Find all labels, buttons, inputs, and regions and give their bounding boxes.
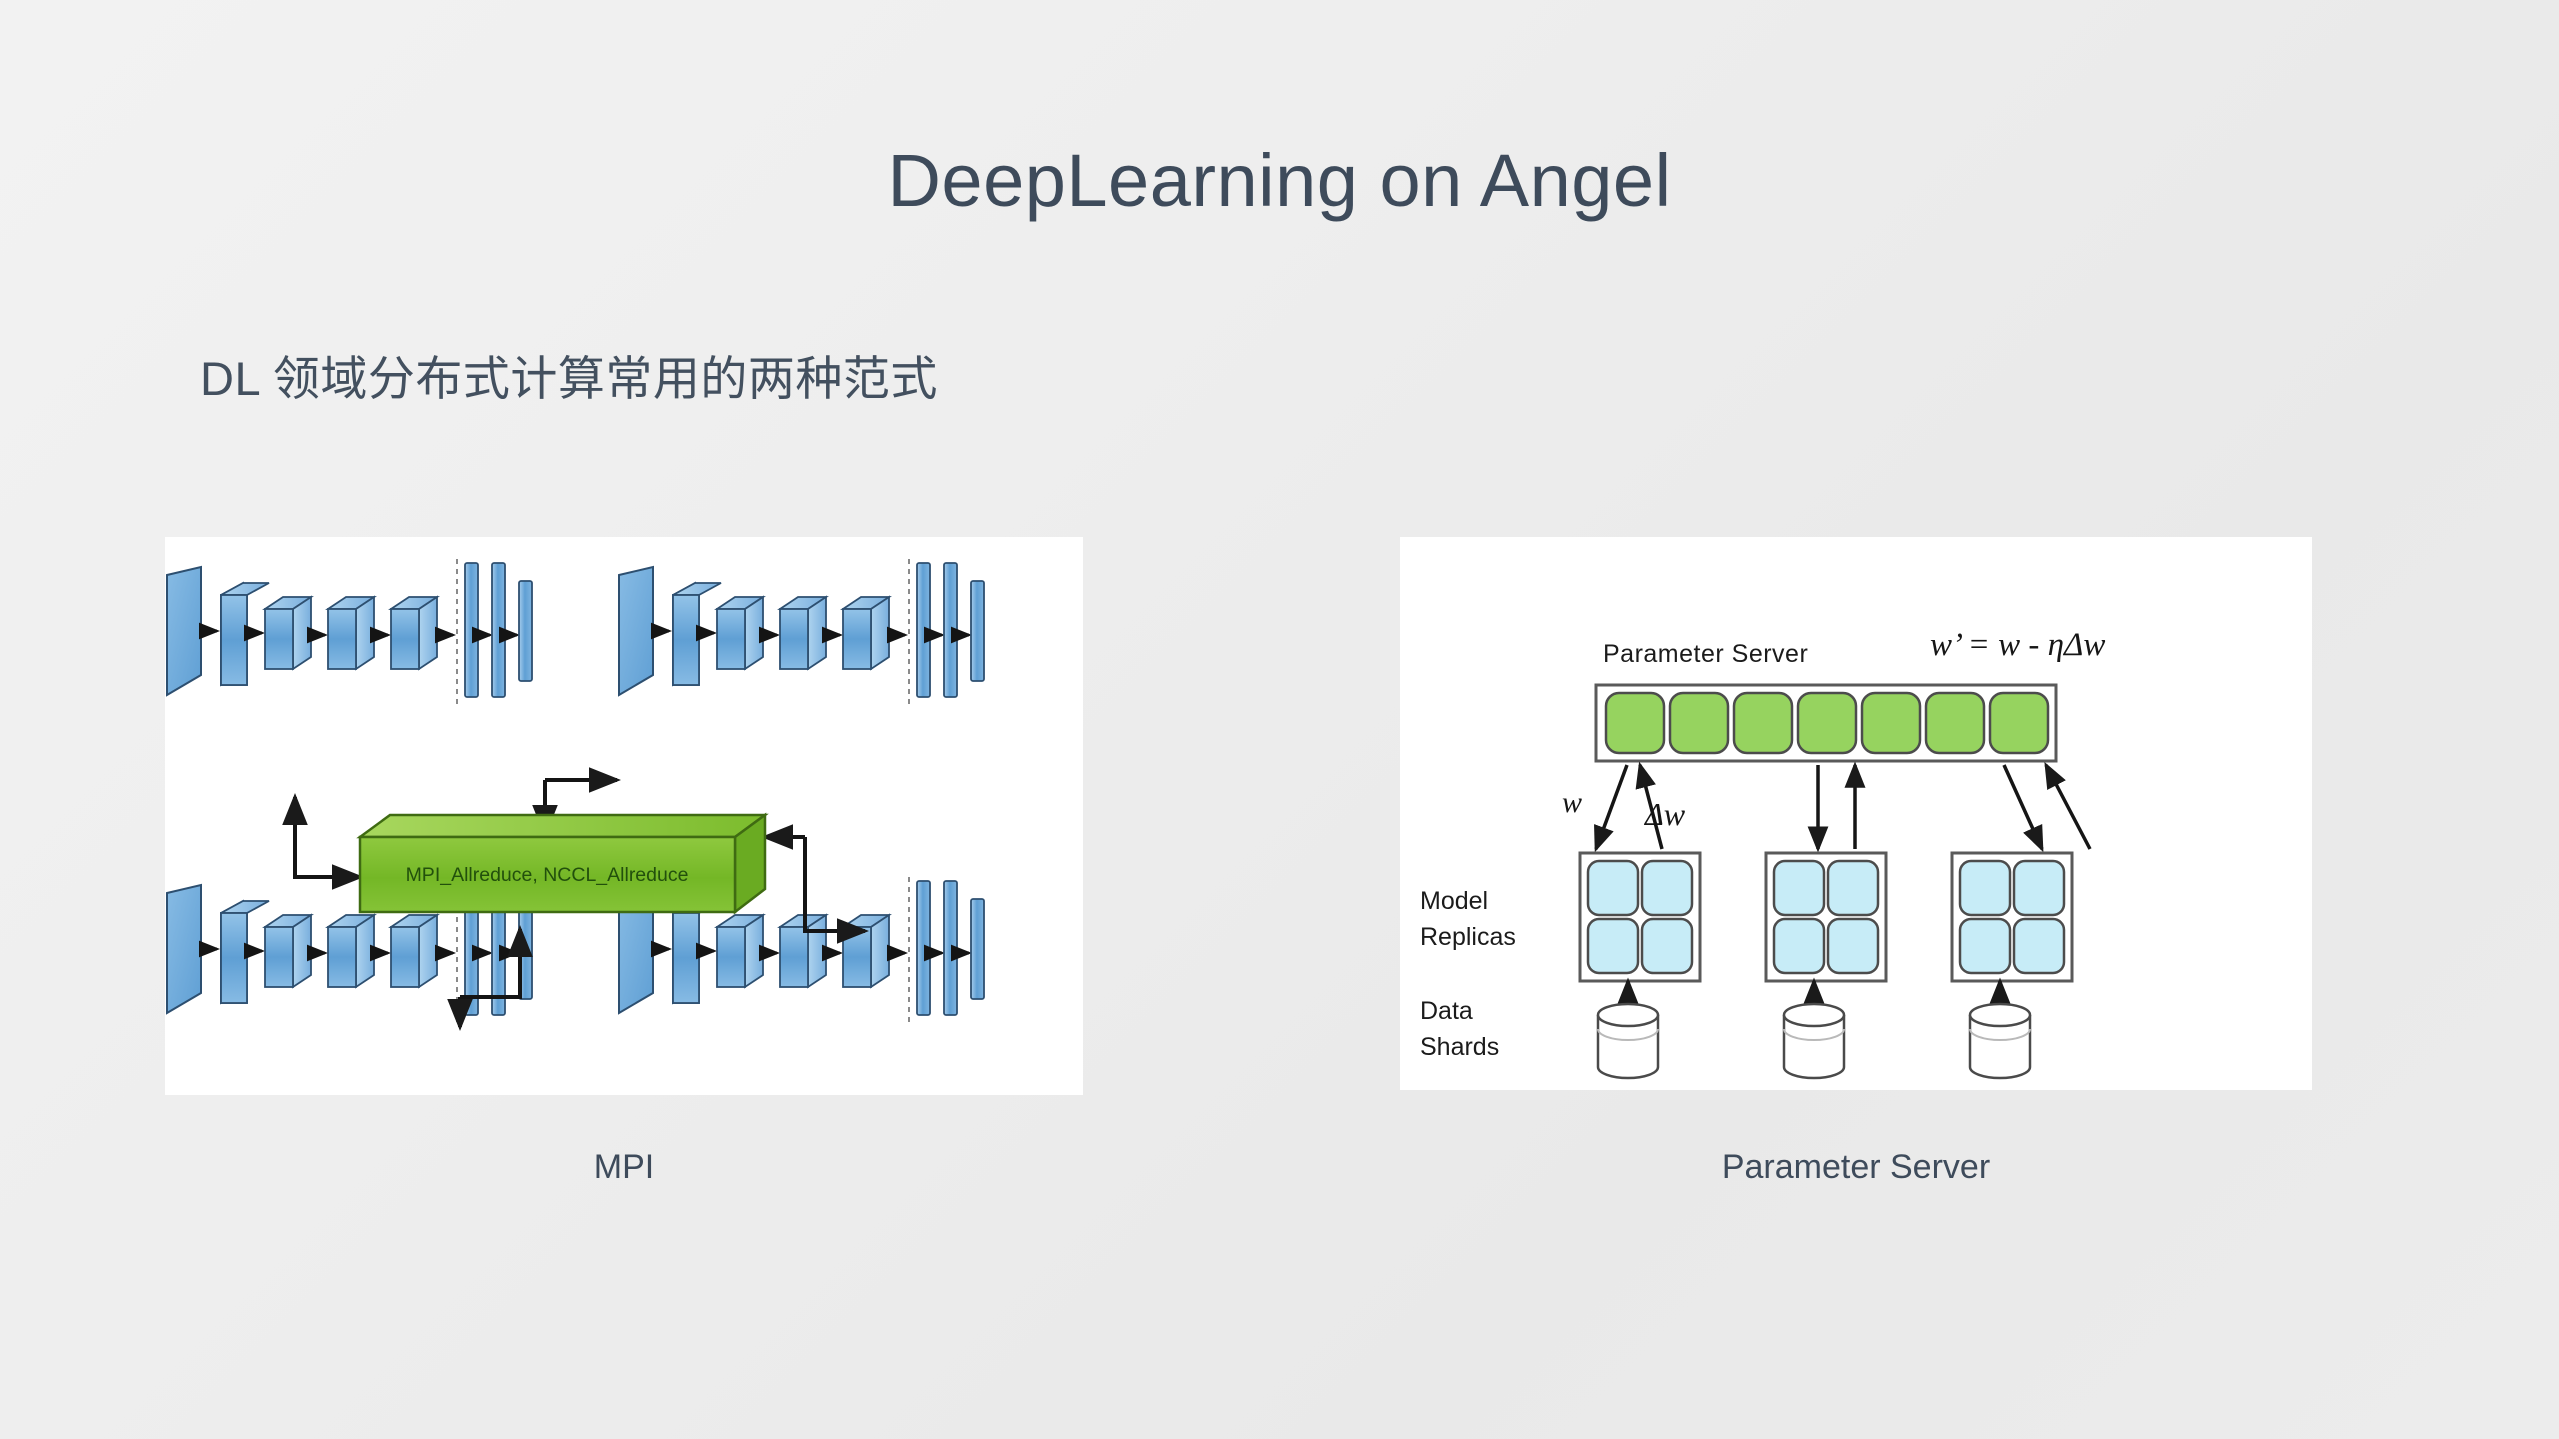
arrow-label-delta-w: Δw [1643, 796, 1686, 832]
model-replica-group [1764, 851, 1888, 983]
page-title: DeepLearning on Angel [887, 139, 1672, 222]
update-formula: w’ = w - ηΔw [1930, 627, 2105, 663]
replica-cell [2012, 917, 2066, 975]
model-replicas-label-line1: Model [1420, 887, 1488, 915]
mpi-diagram-svg: MPI_Allreduce, NCCL_Allreduce [165, 537, 1083, 1095]
replica-cell [1826, 917, 1880, 975]
parameter-server-label: Parameter Server [1603, 640, 1808, 668]
server-cell [1732, 691, 1794, 755]
replica-cell [1772, 917, 1826, 975]
data-shards-label-line1: Data [1420, 997, 1473, 1025]
replica-cell [1586, 859, 1640, 917]
server-cell [1988, 691, 2050, 755]
server-cell [1668, 691, 1730, 755]
server-cell [1796, 691, 1858, 755]
arrow-label-w: w [1562, 786, 1582, 819]
data-shard-cylinder [1596, 1002, 1660, 1080]
replica-cell [1826, 859, 1880, 917]
model-replica-group [1578, 851, 1702, 983]
replica-cell [1958, 917, 2012, 975]
ps-arrows [1594, 761, 2092, 853]
mpi-caption: MPI [593, 1148, 655, 1186]
replica-cell [1772, 859, 1826, 917]
data-shard-cylinder [1782, 1002, 1846, 1080]
server-cell [1604, 691, 1666, 755]
replica-cell [1640, 859, 1694, 917]
data-shard-cylinder [1968, 1002, 2032, 1080]
parameter-server-diagram-svg: Parameter Server w’ = w - ηΔw [1400, 537, 2312, 1090]
replica-cell [2012, 859, 2066, 917]
server-cell [1860, 691, 1922, 755]
parameter-server-diagram-panel: Parameter Server w’ = w - ηΔw [1400, 537, 2312, 1090]
slide-subtitle: DL 领域分布式计算常用的两种范式 [200, 352, 938, 405]
model-replicas-label-line2: Replicas [1420, 923, 1516, 951]
model-replica-group [1950, 851, 2074, 983]
server-cell [1924, 691, 1986, 755]
replica-cell [1958, 859, 2012, 917]
data-shards-label-line2: Shards [1420, 1033, 1499, 1061]
mpi-allreduce-label: MPI_Allreduce, NCCL_Allreduce [406, 864, 689, 886]
parameter-server-strip [1594, 683, 2058, 763]
mpi-allreduce-box: MPI_Allreduce, NCCL_Allreduce [356, 812, 769, 915]
mpi-diagram-panel: MPI_Allreduce, NCCL_Allreduce [165, 537, 1083, 1095]
shard-arrows [1617, 977, 2011, 1005]
replica-cell [1586, 917, 1640, 975]
replica-cell [1640, 917, 1694, 975]
parameter-server-caption: Parameter Server [1721, 1148, 1991, 1186]
